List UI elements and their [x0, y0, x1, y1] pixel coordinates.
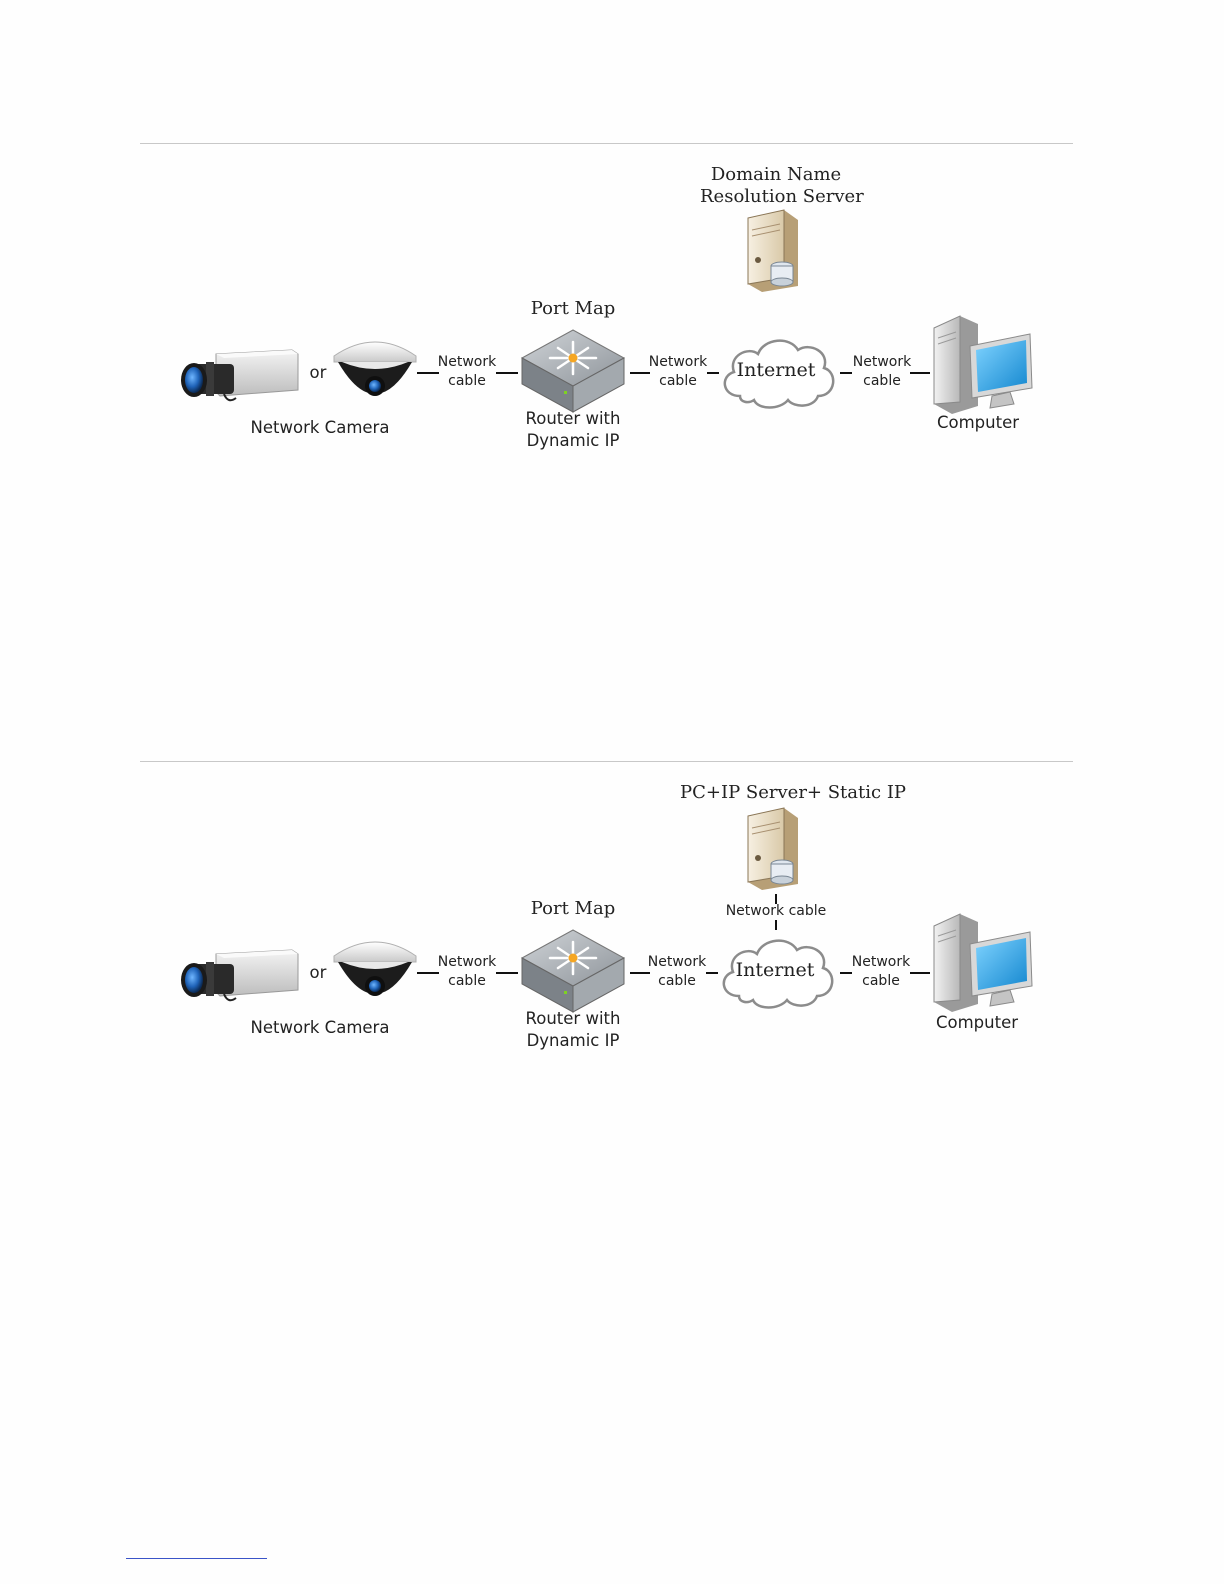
- cable-label-router-internet: Network cable: [644, 953, 710, 991]
- dome-camera-icon: [330, 936, 420, 1010]
- internet-label: Internet: [730, 358, 822, 382]
- router-icon: [520, 328, 626, 414]
- server-label: Domain Name Resolution Server: [700, 164, 852, 208]
- port-map-label: Port Map: [520, 898, 626, 920]
- computer-icon: [930, 908, 1034, 1012]
- cable-label-router-internet: Network cable: [645, 353, 711, 391]
- cable-label-line1: Network: [434, 353, 500, 372]
- cable-line-right: [496, 972, 518, 974]
- cable-label-line1: Network: [434, 953, 500, 972]
- server-cable-label: Network cable: [720, 902, 832, 921]
- cable-label-line2: cable: [434, 972, 500, 991]
- dome-camera-icon: [330, 336, 420, 410]
- camera-or-label: or: [304, 362, 332, 384]
- cable-label-camera-router: Network cable: [434, 353, 500, 391]
- server-cable-line-bottom: [775, 920, 777, 930]
- internet-label: Internet: [729, 958, 821, 982]
- server-icon: [740, 210, 810, 292]
- server-label-line2: Resolution Server: [700, 186, 852, 208]
- middle-rule: [140, 761, 1073, 762]
- camera-label: Network Camera: [240, 417, 400, 439]
- router-label: Router with Dynamic IP: [505, 1008, 641, 1052]
- port-map-label: Port Map: [520, 298, 626, 320]
- cable-label-line2: cable: [849, 372, 915, 391]
- cable-line-right: [910, 972, 930, 974]
- cable-label-line1: Network: [644, 953, 710, 972]
- cable-label-line1: Network: [848, 953, 914, 972]
- computer-icon: [930, 310, 1034, 414]
- diagram-dns: Domain Name Resolution Server Port Map o…: [0, 150, 1224, 480]
- cable-label-line2: cable: [645, 372, 711, 391]
- cable-label-line2: cable: [848, 972, 914, 991]
- cable-label-line1: Network: [645, 353, 711, 372]
- cable-label-internet-computer: Network cable: [848, 953, 914, 991]
- diagram-ip-server: PC+IP Server+ Static IP Network cable Po…: [0, 770, 1224, 1100]
- server-label-line1: Domain Name: [700, 164, 852, 186]
- top-rule: [140, 143, 1073, 144]
- router-label-line1: Router with: [505, 1008, 641, 1030]
- cable-label-line2: cable: [434, 372, 500, 391]
- server-icon: [740, 808, 810, 890]
- footnote-link-underline[interactable]: [126, 1558, 267, 1559]
- cable-label-line1: Network: [849, 353, 915, 372]
- cable-label-camera-router: Network cable: [434, 953, 500, 991]
- camera-label: Network Camera: [240, 1017, 400, 1039]
- router-label-line1: Router with: [505, 408, 641, 430]
- cable-line-right: [496, 372, 518, 374]
- cable-line-right: [910, 372, 930, 374]
- camera-or-label: or: [304, 962, 332, 984]
- router-label-line2: Dynamic IP: [505, 1030, 641, 1052]
- cable-label-internet-computer: Network cable: [849, 353, 915, 391]
- box-camera-icon: [180, 948, 300, 1006]
- router-label-line2: Dynamic IP: [505, 430, 641, 452]
- box-camera-icon: [180, 348, 300, 406]
- cable-label-line2: cable: [644, 972, 710, 991]
- router-label: Router with Dynamic IP: [505, 408, 641, 452]
- router-icon: [520, 928, 626, 1014]
- server-label: PC+IP Server+ Static IP: [680, 782, 880, 804]
- computer-label: Computer: [930, 412, 1026, 434]
- computer-label: Computer: [929, 1012, 1025, 1034]
